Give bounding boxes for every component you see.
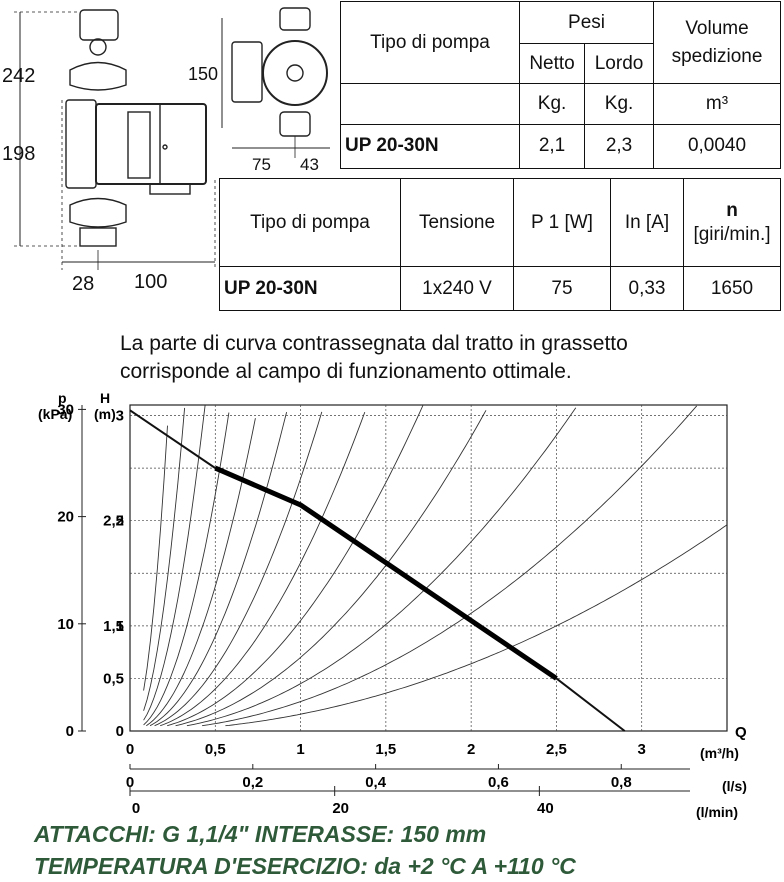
system-curve [160,411,366,727]
system-curve [149,411,288,727]
x-tick-m3h: 0 [126,741,134,758]
x-tick-ls: 0,6 [488,774,509,791]
t1-header-tipo: Tipo di pompa [340,0,520,85]
t2-header-tensione: Tensione [400,178,514,267]
y-axis-h-unit: (m) [94,406,116,422]
x-axis-ls-unit: (l/s) [722,778,747,794]
x-tick-m3h: 1,5 [375,741,396,758]
dim-198: 198 [2,143,35,165]
x-tick-m3h: 3 [638,741,646,758]
y-axis-p-unit: (kPa) [38,406,72,422]
x-tick-m3h: 2 [467,741,475,758]
t1-header-volume: Volume spedizione [653,0,781,85]
x-tick-m3h: 0,5 [205,741,226,758]
electrical-table: Tipo di pompa Tensione P 1 [W] In [A] n … [219,178,781,311]
dim-75: 75 [252,155,271,174]
t1-row-lordo: 2,3 [584,123,654,170]
t1-unit-volume: m³ [653,83,781,125]
y-tick-kpa: 30 [57,401,74,418]
x-tick-ls: 0,4 [365,774,387,791]
t1-row-volume: 0,0040 [653,123,781,170]
plot-frame [129,404,728,732]
y-tick-kpa: 0 [66,723,74,740]
t1-header-netto: Netto [518,43,586,85]
x-axis-q-label: Q [735,724,747,741]
t2-row-tensione: 1x240 V [400,266,514,311]
y-tick-m: 3 [116,408,124,425]
x-tick-ls: 0,8 [611,774,632,791]
system-curve [143,412,230,726]
t1-row-model: UP 20-30N [340,123,520,170]
x-tick-lmin: 40 [537,800,554,817]
caption-line-1: La parte di curva contrassegnata dal tra… [120,332,628,355]
t2-header-n-cell: n [giri/min.] [683,178,781,267]
t2-row-n: 1650 [683,266,781,311]
t2-header-p1: P 1 [W] [513,178,611,267]
t1-row-netto: 2,1 [518,123,586,170]
pump-curve-optimal-segment [214,465,558,681]
system-curve [143,425,168,691]
dim-100: 100 [134,271,167,293]
curve-caption: La parte di curva contrassegnata dal tra… [120,330,760,386]
x-tick-ls: 0,2 [242,774,263,791]
x-tick-m3h: 2,5 [546,741,567,758]
y-tick-m: 1 [116,618,124,635]
system-curve [202,405,698,727]
dim-150: 150 [188,64,218,84]
system-curve [175,410,487,727]
x-axis-m3h-unit: (m³/h) [700,745,739,761]
dim-242: 242 [2,65,35,87]
y-tick-m: 2,5 [103,513,124,530]
t2-header-tipo: Tipo di pompa [219,178,401,267]
t2-header-n-unit: [giri/min.] [693,223,771,245]
t2-row-model: UP 20-30N [219,266,401,311]
system-curve [143,405,206,721]
dim-43: 43 [300,155,319,174]
t1-unit-netto: Kg. [518,83,586,125]
x-tick-lmin: 0 [132,800,140,817]
dim-28: 28 [72,273,94,295]
system-curve [154,411,323,727]
t2-header-in: In [A] [610,178,684,267]
system-curve [167,404,424,727]
system-curve [146,418,256,727]
t1-header-lordo: Lordo [584,43,654,85]
weights-table: Tipo di pompa Pesi Volume spedizione Net… [340,0,781,170]
x-tick-ls: 0 [126,774,134,791]
footer-notes: ATTACCHI: G 1,1/4" INTERASSE: 150 mm TEM… [34,818,774,882]
y-tick-m: 0 [116,723,124,740]
pump-dimension-drawing: 242 198 150 75 43 28 100 [2,7,330,295]
system-curve [225,524,728,727]
y-tick-kpa: 20 [57,509,74,526]
system-curve [143,407,186,711]
y-tick-kpa: 10 [57,616,74,633]
y-tick-m: 1,5 [103,618,124,635]
y-tick-m: 0,5 [103,670,124,687]
t1-unit-lordo: Kg. [584,83,654,125]
footer-line-1: ATTACCHI: G 1,1/4" INTERASSE: 150 mm [34,821,487,847]
t2-header-n: n [726,199,738,221]
x-axis-lmin-unit: (l/min) [696,804,738,820]
x-tick-lmin: 20 [332,800,349,817]
y-tick-m: 2 [116,513,124,530]
x-tick-m3h: 1 [296,741,304,758]
t2-row-p1: 75 [513,266,611,311]
y-axis-p-label: p [58,390,67,406]
t1-header-pesi: Pesi [519,0,654,45]
t1-empty-cell [340,83,520,125]
y-axis-h-label: H [100,390,110,406]
caption-line-2: corrisponde al campo di funzionamento ot… [120,360,572,383]
system-curve [186,407,577,727]
footer-line-2: TEMPERATURA D'ESERCIZIO: da +2 °C A +110… [34,853,576,879]
t2-row-in: 0,33 [610,266,684,311]
